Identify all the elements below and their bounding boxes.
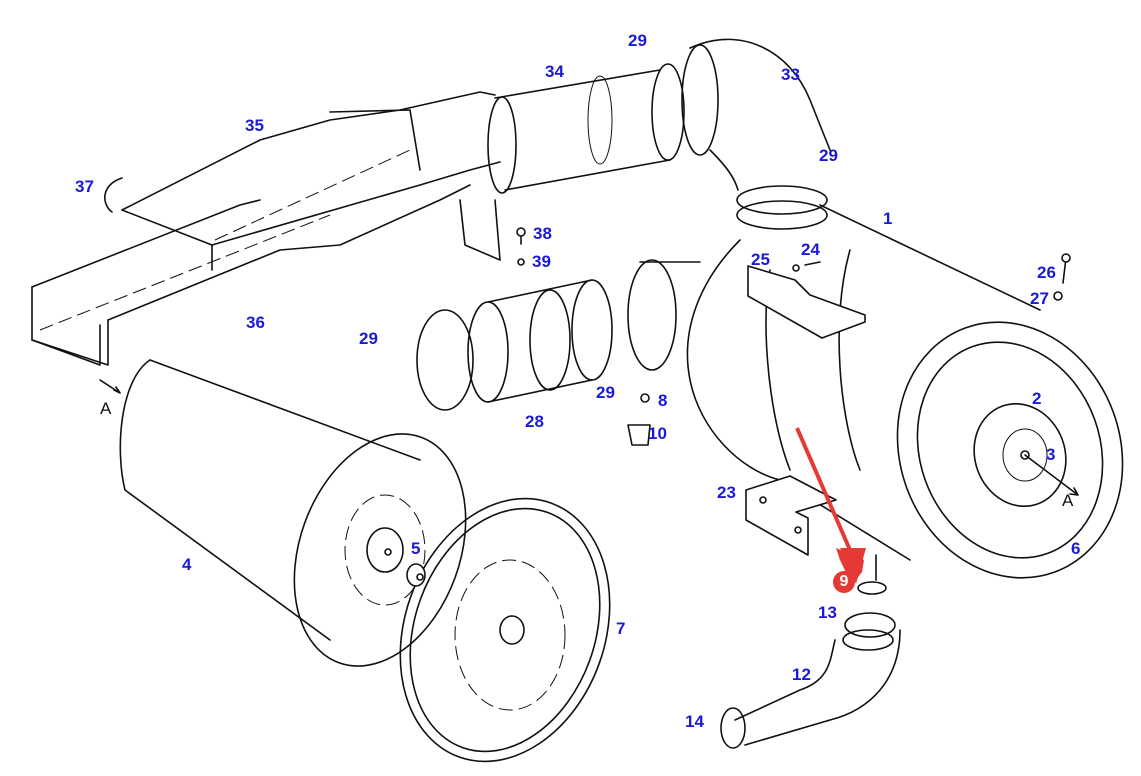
inner-filter-2 (973, 402, 1067, 508)
end-cap-6 (896, 321, 1124, 579)
callout-39[interactable]: 39 (532, 252, 551, 271)
elbow-hose-33 (681, 38, 831, 230)
view-marker-right: A (1062, 491, 1074, 510)
nut-5 (406, 563, 426, 587)
callout-12[interactable]: 12 (792, 665, 811, 684)
bracket-upper (747, 265, 866, 339)
callout-5[interactable]: 5 (411, 539, 421, 558)
callout-29-left[interactable]: 29 (359, 329, 378, 348)
callout-35[interactable]: 35 (245, 116, 264, 135)
callout-33[interactable]: 33 (781, 65, 800, 84)
pipe-28 (416, 259, 701, 411)
sensor-10 (627, 393, 651, 446)
callout-34[interactable]: 34 (545, 62, 564, 81)
callout-27[interactable]: 27 (1030, 289, 1049, 308)
bolts (516, 227, 1071, 301)
callout-29-mid[interactable]: 29 (596, 383, 615, 402)
duct-cover-35 (121, 91, 501, 271)
callout-2[interactable]: 2 (1032, 389, 1042, 408)
view-marker-left: A (100, 399, 112, 418)
callout-6[interactable]: 6 (1071, 539, 1081, 558)
callout-14[interactable]: 14 (685, 712, 704, 731)
outer-filter-4 (119, 359, 467, 667)
tube-34 (487, 63, 685, 194)
callout-37[interactable]: 37 (75, 177, 94, 196)
hose-12 (720, 612, 901, 749)
filter-housing-1 (686, 204, 1041, 561)
view-arrow-right (1024, 454, 1079, 496)
callout-25[interactable]: 25 (751, 250, 770, 269)
view-arrow-left (99, 379, 121, 394)
callout-24[interactable]: 24 (801, 240, 820, 259)
callout-7[interactable]: 7 (616, 619, 626, 638)
callout-13[interactable]: 13 (818, 603, 837, 622)
highlight-arrow (795, 427, 866, 585)
callout-29-elbow[interactable]: 29 (819, 146, 838, 165)
callout-8[interactable]: 8 (658, 391, 668, 410)
cover-7 (399, 497, 611, 763)
callout-4[interactable]: 4 (182, 555, 192, 574)
callout-1[interactable]: 1 (883, 209, 893, 228)
callout-38[interactable]: 38 (533, 224, 552, 243)
callout-10[interactable]: 10 (648, 424, 667, 443)
valve-9 (857, 554, 887, 595)
duct-channel-36 (31, 184, 471, 366)
callout-26[interactable]: 26 (1037, 263, 1056, 282)
callout-23[interactable]: 23 (717, 483, 736, 502)
clip-37 (104, 177, 123, 213)
highlighted-part-badge[interactable]: 9 (833, 571, 855, 593)
callout-29-top[interactable]: 29 (628, 31, 647, 50)
callout-28[interactable]: 28 (525, 412, 544, 431)
callout-3[interactable]: 3 (1046, 445, 1056, 464)
bracket-23 (745, 475, 837, 556)
callout-36[interactable]: 36 (246, 313, 265, 332)
